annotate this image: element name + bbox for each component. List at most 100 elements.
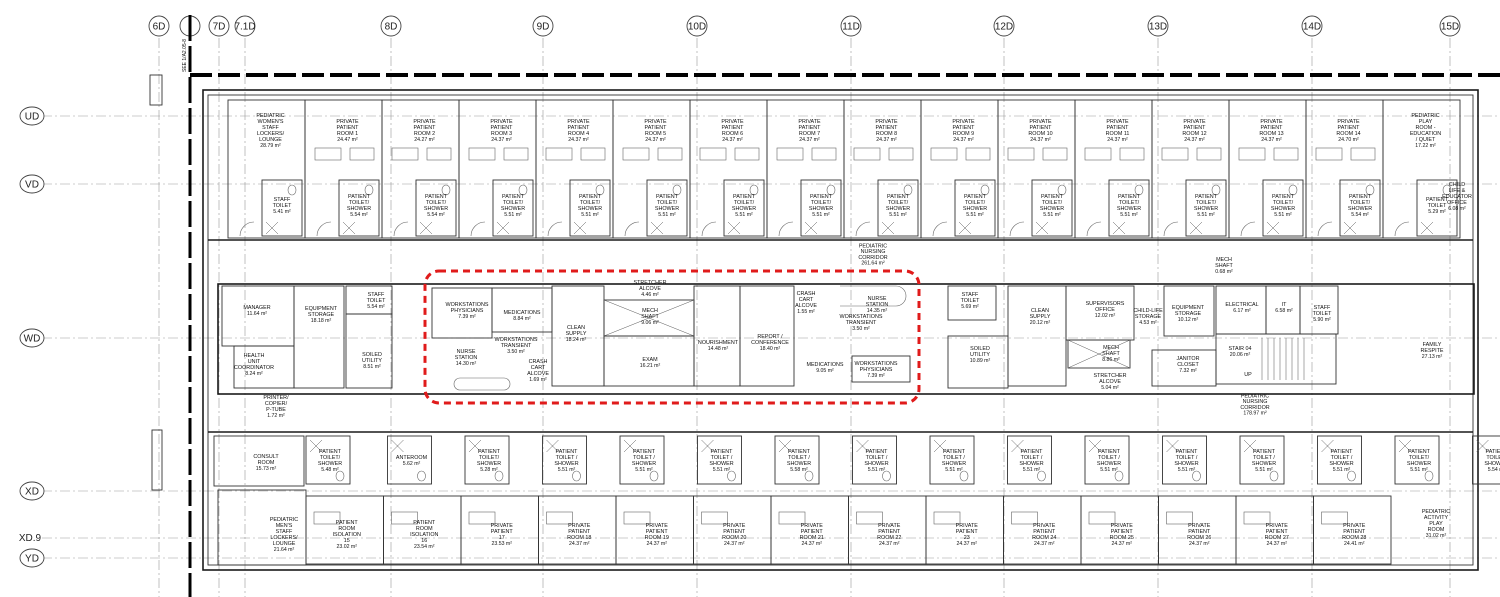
toilet-outline [619, 435, 665, 485]
top-toilet-label: SHOWER [1194, 206, 1218, 212]
toilet-outline [774, 435, 820, 485]
bottom-toilet-area: 5.51 m² [945, 467, 963, 473]
stair-area: 20.06 m² [1230, 352, 1251, 358]
bottom-toilet-label: SHOWER [1252, 461, 1276, 467]
bottom-room-label: PRIVATE [1188, 523, 1211, 529]
bed-icon [1011, 511, 1038, 525]
child-life-office-area: 6.08 m² [1448, 206, 1466, 212]
clean-supply-right-label: SUPPLY [1030, 314, 1051, 320]
ws-trans-left-label: TRANSIENT [501, 343, 532, 349]
toilet-outline [492, 179, 534, 237]
bottom-toilet-area: 5.51 m² [1255, 467, 1273, 473]
shower-icon [342, 221, 356, 235]
staff-toilet-right-outline [947, 285, 997, 321]
top-room-label: PRIVATE [1183, 119, 1206, 125]
door-swing [1009, 221, 1025, 237]
bottom-toilet-label: PATIENT [478, 449, 501, 455]
wc-icon [826, 184, 836, 196]
ws-trans-right-label: WORKSTATIONS [840, 314, 883, 320]
bottom-toilet-label: TOILET / [1331, 455, 1353, 461]
top-room-label: PRIVATE [1337, 119, 1360, 125]
child-life-storage-label: STORAGE [1135, 314, 1162, 320]
top-toilet-label: PATIENT [1041, 194, 1064, 200]
toilet-outline [542, 435, 587, 485]
bottom-toilet-label: TOILET / [711, 455, 733, 461]
wc-icon [1211, 184, 1221, 196]
bottom-toilet-label: PATIENT [1021, 449, 1044, 455]
stretcher-top-area: 4.46 m² [641, 292, 659, 298]
top-toilet-area: 5.51 m² [504, 212, 522, 218]
bottom-toilet-label: ANTEROOM [396, 455, 428, 461]
equip-storage-left-label: STORAGE [308, 312, 335, 318]
shower-icon [1166, 439, 1179, 453]
top-toilet-label: TOILET/ [657, 200, 678, 206]
mech-small-label: MECH [1216, 257, 1232, 263]
bed-icon [1243, 511, 1271, 525]
column-grid-label: 11D [842, 22, 860, 33]
exam-area: 16.21 m² [640, 363, 661, 369]
bottom-toilet-area: 5.51 m² [635, 467, 653, 473]
wc-icon [441, 184, 451, 196]
toilet-outline [338, 179, 380, 237]
bottom-room-area: 24.37 m² [1189, 541, 1210, 547]
shower-icon [856, 439, 869, 453]
bottom-room-label: 15 [344, 538, 350, 544]
bottom-toilet-area: 5.54 m² [1488, 467, 1500, 473]
bottom-room-label: ROOM 24 [1032, 535, 1056, 541]
top-toilet-area: 5.29 m² [1428, 209, 1446, 215]
door-swing [778, 221, 794, 237]
top-toilet-label: SHOWER [809, 206, 833, 212]
supervisors-label: OFFICE [1095, 307, 1115, 313]
top-room-label: PRIVATE [644, 119, 667, 125]
it-area: 6.58 m² [1275, 308, 1293, 314]
bottom-room-area: 24.37 m² [1112, 541, 1133, 547]
shower-icon [1343, 221, 1357, 235]
door-swing [316, 221, 332, 237]
manager-area: 11.64 m² [247, 311, 267, 317]
bottom-room-area: 24.37 m² [1267, 541, 1288, 547]
top-toilet-label: TOILET [273, 203, 292, 209]
corridor-top-area: 261.64 m² [861, 260, 885, 266]
wc-icon [335, 470, 345, 482]
top-toilet-label: PATIENT [1118, 194, 1141, 200]
top-toilet-label: PATIENT [810, 194, 833, 200]
bottom-room-label: LOCKERS/ [270, 535, 298, 541]
mech-left-area: 9.06 m² [641, 320, 659, 326]
top-room: PEDIATRICWOMEN'SSTAFFLOCKERS/LOUNGE28.79… [227, 99, 306, 239]
toilet-outline [1162, 435, 1207, 485]
toilet-outline [1108, 179, 1150, 237]
activity-play-room-label: ACTIVITY [1424, 515, 1449, 521]
bed-icon [701, 511, 728, 525]
bottom-room-label: STAFF [276, 529, 293, 535]
column-grid-bubble [840, 15, 862, 37]
bed-icon [391, 147, 419, 161]
electrical-label: ELECTRICAL [1225, 302, 1258, 308]
toilet-outline [415, 179, 457, 237]
top-toilet-label: PATIENT [964, 194, 987, 200]
toilet-outline [1394, 435, 1440, 485]
top-room-label: ROOM 6 [722, 131, 743, 137]
report-label: REPORT / [757, 334, 783, 340]
top-room-label: PEDIATRIC [256, 113, 284, 119]
equip-storage-right-label: STORAGE [1175, 311, 1202, 317]
top-room-area: 24.37 m² [953, 137, 974, 143]
crash-right-label: CART [799, 297, 814, 303]
top-room-label: ROOM 2 [414, 131, 435, 137]
top-toilet-label: PATIENT [502, 194, 525, 200]
top-room-area: 24.37 m² [1030, 137, 1051, 143]
toilet-outline [1339, 179, 1381, 237]
bottom-toilet-label: TOILET / [1176, 455, 1198, 461]
top-room-area: 24.37 m² [1184, 137, 1205, 143]
clean-supply-right-outline [1007, 285, 1067, 387]
nurse-counter-left [453, 377, 511, 391]
